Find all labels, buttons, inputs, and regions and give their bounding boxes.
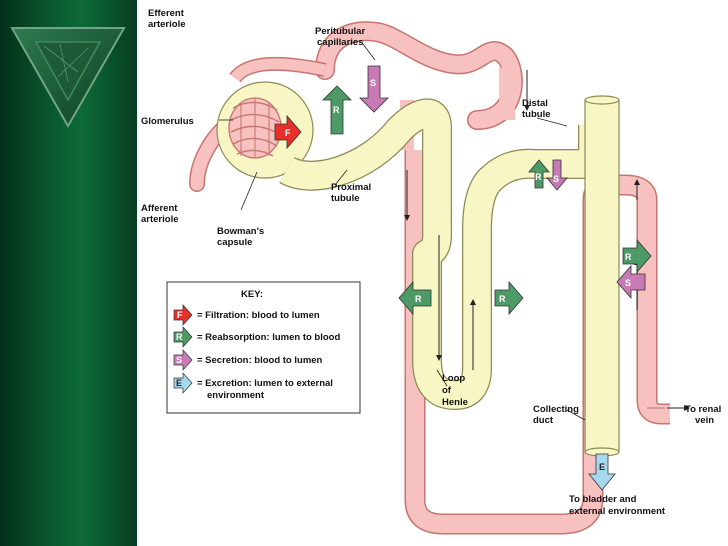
svg-text:E: E bbox=[176, 378, 182, 388]
label-afferent-2: arteriole bbox=[141, 214, 179, 225]
svg-text:S: S bbox=[370, 78, 376, 88]
reabsorption-arrow-proximal: R bbox=[322, 85, 352, 135]
label-efferent-2: arteriole bbox=[148, 19, 186, 30]
svg-text:S: S bbox=[553, 174, 559, 184]
nephron-diagram: F R S R R R S R S E bbox=[141, 8, 721, 535]
triangle-logo-icon bbox=[10, 27, 126, 129]
label-loop-3: Henle bbox=[442, 397, 468, 408]
reabsorption-arrow-collecting: R bbox=[622, 238, 652, 274]
reabsorption-arrow-loop-descending: R bbox=[398, 280, 432, 316]
svg-text:F: F bbox=[285, 128, 291, 138]
label-bladder-1: To bladder and bbox=[569, 494, 637, 505]
key-reabsorption: = Reabsorption: lumen to blood bbox=[197, 332, 340, 343]
label-afferent-1: Afferent bbox=[141, 203, 178, 214]
svg-text:E: E bbox=[599, 462, 605, 472]
reabsorption-arrow-distal: R bbox=[528, 159, 550, 189]
svg-text:R: R bbox=[333, 105, 340, 115]
label-renal-1: To renal bbox=[685, 404, 721, 415]
svg-text:S: S bbox=[625, 278, 631, 288]
reabsorption-arrow-loop-ascending: R bbox=[494, 280, 524, 316]
key-legend: KEY: F = Filtration: blood to lumen R = … bbox=[166, 281, 361, 414]
filtration-arrow: F bbox=[274, 114, 302, 150]
label-collecting-2: duct bbox=[533, 415, 554, 426]
label-proximal-1: Proximal bbox=[331, 182, 371, 193]
secretion-arrow-proximal: S bbox=[359, 65, 389, 113]
key-secretion: = Secretion: blood to lumen bbox=[197, 355, 323, 366]
label-bladder-2: external environment bbox=[569, 506, 666, 517]
sidebar-panel bbox=[0, 0, 137, 546]
key-title: KEY: bbox=[241, 289, 263, 300]
svg-text:R: R bbox=[535, 172, 542, 182]
label-renal-2: vein bbox=[695, 415, 714, 426]
key-excretion-1: = Excretion: lumen to external bbox=[197, 378, 333, 389]
label-bowmans-1: Bowman's bbox=[217, 226, 264, 237]
secretion-arrow-distal: S bbox=[546, 159, 568, 191]
secretion-arrow-collecting: S bbox=[616, 264, 646, 300]
label-peritubular-1: Peritubular bbox=[315, 26, 365, 37]
label-proximal-2: tubule bbox=[331, 193, 360, 204]
label-bowmans-2: capsule bbox=[217, 237, 252, 248]
label-glomerulus: Glomerulus bbox=[141, 116, 194, 127]
svg-text:F: F bbox=[177, 310, 183, 320]
excretion-arrow: E bbox=[588, 453, 616, 491]
glomerulus-capillaries bbox=[228, 97, 282, 159]
svg-text:S: S bbox=[176, 355, 182, 365]
svg-text:R: R bbox=[625, 252, 632, 262]
label-peritubular-2: capillaries bbox=[317, 37, 363, 48]
label-loop-1: Loop bbox=[442, 373, 465, 384]
label-distal-1: Distal bbox=[522, 98, 548, 109]
leader-lines bbox=[219, 43, 586, 421]
label-distal-2: tubule bbox=[522, 109, 551, 120]
svg-text:R: R bbox=[499, 294, 506, 304]
label-efferent-1: Efferent bbox=[148, 8, 185, 19]
key-filtration: = Filtration: blood to lumen bbox=[197, 310, 320, 321]
key-excretion-2: environment bbox=[207, 390, 265, 401]
label-collecting-1: Collecting bbox=[533, 404, 579, 415]
svg-text:R: R bbox=[176, 332, 183, 342]
svg-text:R: R bbox=[415, 294, 422, 304]
label-loop-2: of bbox=[442, 385, 452, 396]
